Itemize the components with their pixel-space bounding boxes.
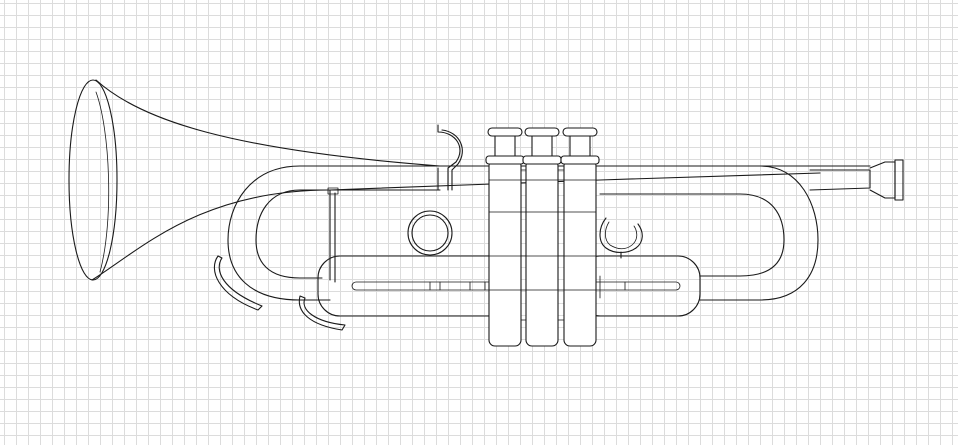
water-key-right [298,295,346,331]
valve-2-casing [525,159,559,347]
third-slide-marks [599,275,626,299]
water-key-left [213,255,263,311]
brace-top [327,187,339,195]
valve-3-button [562,127,598,137]
finger-ring-inner [411,214,449,252]
bell-upper-flare [95,79,441,167]
first-slide-tube [351,281,513,291]
finger-hook-outer [437,124,461,191]
first-valve-slide [317,255,519,317]
first-slide-loop [317,255,519,317]
bell-rim [68,79,118,281]
slide-inner-right [599,193,785,277]
valve-2 [522,127,562,347]
slide-inner-left [255,189,441,279]
valve-crossover-tubes [488,179,597,291]
lyre-inner [604,221,638,250]
slide-outer-left [227,165,441,301]
valve-2-button [524,127,560,137]
mouthpiece-rim [894,159,904,201]
mouthpiece [809,159,904,201]
finger-ring-outer [407,210,453,256]
water-keys [213,255,346,331]
third-slide-tube [589,281,681,291]
bell-lower-flare [91,189,331,281]
valve-2-cap [522,155,562,165]
valve-1-button [487,127,523,137]
valve-3 [560,127,600,347]
bell-inner-rim [95,91,110,273]
valve-casings [485,127,600,347]
valve-joints [520,169,565,321]
mouthpiece-shank [809,169,871,191]
lyre-holder [599,217,643,259]
valve-3-cap [560,155,600,165]
finger-ring [407,210,453,256]
first-slide-marks [429,281,486,291]
lyre-outer [599,217,643,254]
valve-1-cap [485,155,525,165]
main-tuning-slide [227,165,819,301]
mouthpiece-cup [869,161,896,199]
finger-hook [437,124,463,191]
leadpipe [327,165,871,283]
valve-1-casing [488,159,522,347]
finger-hook-inner [441,129,463,191]
slide-outer-right [599,165,819,301]
valve-3-casing [563,159,597,347]
valve-1 [485,127,525,347]
